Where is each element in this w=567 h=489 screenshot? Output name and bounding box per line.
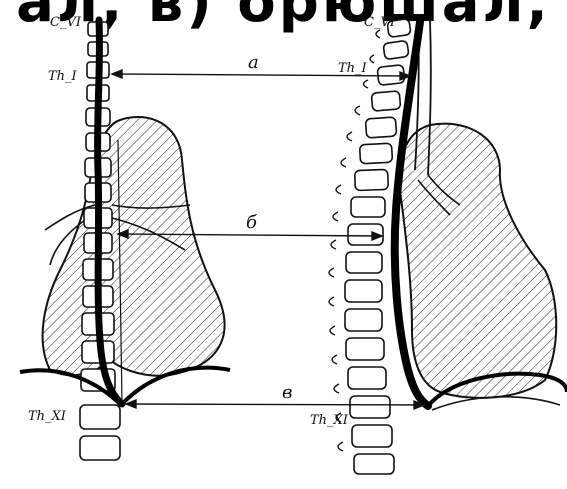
- arrow-label-a: a: [248, 52, 259, 73]
- label-th1-left: Th_I: [48, 69, 78, 84]
- frontal-view: [20, 20, 230, 460]
- lateral-hatched-shadow: [399, 124, 556, 398]
- label-thxi-left: Th_XI: [28, 409, 67, 424]
- label-th1-right: Th_I: [338, 61, 368, 76]
- label-cvi-left: C_VI: [50, 15, 82, 30]
- label-thxi-right: Th_XI: [310, 413, 349, 428]
- lateral-vertebrae: [345, 19, 411, 474]
- lateral-abdominal-outline: [432, 397, 560, 410]
- arrow-label-b: б: [246, 212, 258, 233]
- frontal-hatched-shadow: [43, 117, 225, 376]
- arrow-label-c: в: [282, 382, 292, 403]
- label-cvi-right: C_VI: [364, 15, 396, 30]
- lateral-view: [329, 19, 567, 474]
